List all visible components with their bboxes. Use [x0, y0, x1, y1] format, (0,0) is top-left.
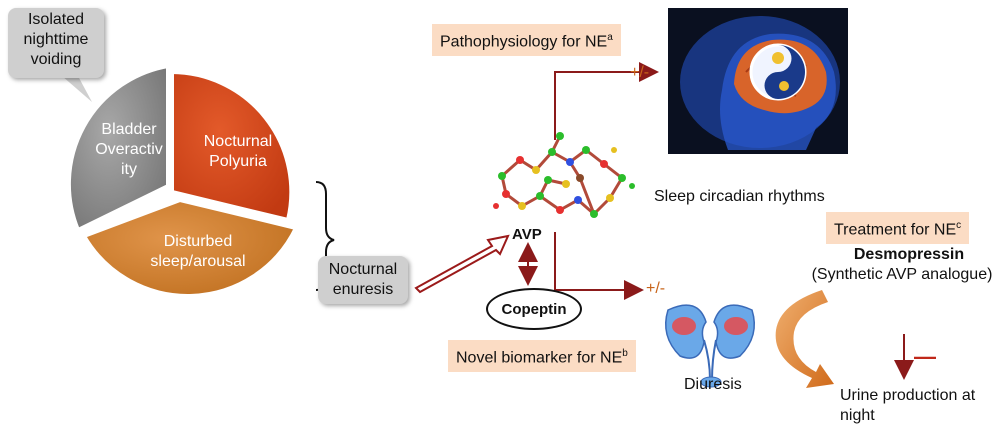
pie-slice-nocturnal-polyuria: [170, 69, 294, 223]
bladder-overactivity-label: Bladder Overactiv ity: [95, 121, 163, 178]
desmopressin-label: Desmopressin: [853, 246, 965, 263]
biomarker-tag: Novel biomarker for NEb: [448, 340, 636, 373]
kidneys-image: [665, 304, 755, 388]
pathophysiology-text: Pathophysiology for NE: [440, 33, 608, 51]
arrow-to-brain: [554, 62, 659, 140]
pie-slice-bladder-overactivity: [66, 63, 170, 233]
avp-label: AVP: [512, 226, 542, 243]
nocturnal-polyuria-label: Nocturnal Polyuria: [203, 133, 273, 170]
avp-molecule: [493, 132, 635, 218]
plusminus-bottom: +/-: [646, 280, 666, 297]
treatment-curve-arrow: [775, 290, 834, 388]
plusminus-top: +/-: [630, 64, 650, 81]
analogue-label: (Synthetic AVP analogue): [811, 266, 993, 283]
pathophysiology-sup: a: [607, 32, 613, 43]
biomarker-sup: b: [622, 348, 628, 359]
treatment-text: Treatment for NE: [834, 221, 957, 239]
treatment-tag: Treatment for NEc: [826, 212, 970, 245]
treatment-sup: c: [956, 220, 962, 231]
copeptin-label: Copeptin: [501, 300, 567, 318]
isolated-voiding-label: Isolated nighttime voiding: [23, 11, 89, 68]
enuresis-to-avp-arrow: [414, 234, 510, 294]
pathophysiology-tag: Pathophysiology for NEa: [432, 24, 621, 57]
brain-image: [668, 8, 848, 154]
disturbed-sleep-label: Disturbed sleep/arousal: [150, 233, 246, 270]
nocturnal-enuresis-label: Nocturnal enuresis: [328, 261, 398, 298]
minus-sign: —: [914, 344, 936, 369]
urine-production-label: Urine production at night: [840, 387, 976, 424]
nocturnal-enuresis-box: Nocturnal enuresis: [318, 256, 408, 304]
diuresis-label: Diuresis: [684, 376, 742, 393]
copeptin-ellipse: Copeptin: [486, 288, 582, 330]
pie-slice-disturbed-sleep: [81, 197, 299, 298]
arrow-to-kidneys: [554, 232, 644, 300]
callout-pointer: [62, 76, 92, 102]
biomarker-text: Novel biomarker for NE: [456, 349, 623, 367]
sleep-rhythms-label: Sleep circadian rhythms: [654, 188, 825, 205]
isolated-voiding-callout: Isolated nighttime voiding: [8, 8, 104, 78]
